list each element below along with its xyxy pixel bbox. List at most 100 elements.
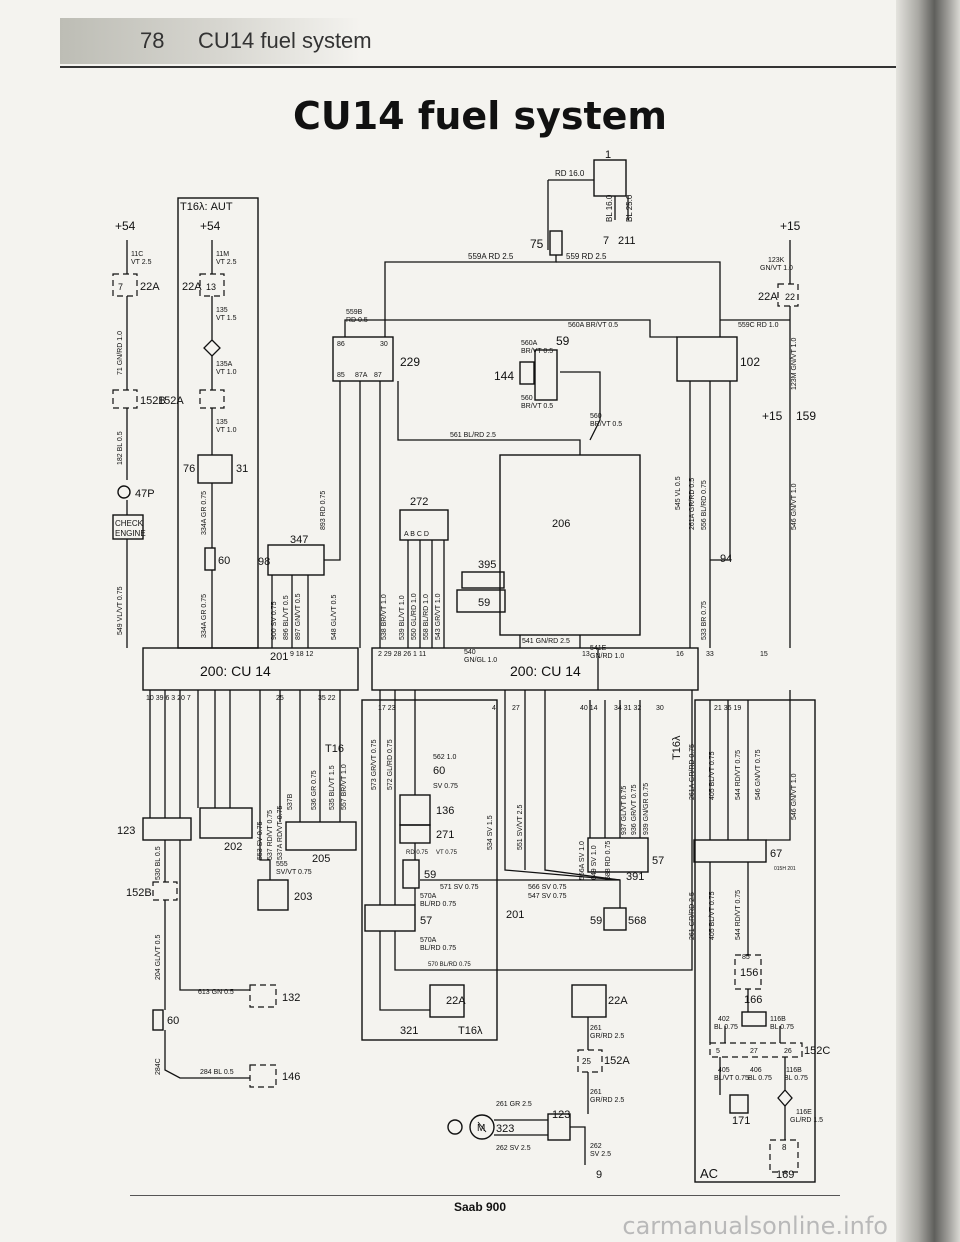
connector-568 [603, 907, 627, 931]
connector-59-top [534, 349, 558, 401]
label-402: 402 [718, 1016, 730, 1023]
label-22a-1: 22A [140, 281, 160, 293]
label-202: 202 [224, 841, 242, 853]
label-25: 25 [582, 1057, 591, 1066]
label-146: 146 [282, 1071, 300, 1083]
switch-31 [197, 454, 233, 484]
connector-144 [519, 361, 535, 385]
watermark: carmanualsonline.info [622, 1212, 888, 1240]
label-536: 536 GR 0.75 [311, 770, 318, 810]
connector-171 [729, 1094, 749, 1114]
label-321: 321 [400, 1025, 418, 1037]
connector-146 [249, 1064, 277, 1088]
connector-391 [587, 837, 649, 873]
label-grrd25: GR/RD 2.5 [590, 1033, 624, 1040]
label-bl25: BL 25.0 [625, 194, 634, 222]
label-pins-35-22: 35 22 [318, 695, 336, 702]
label-206: 206 [552, 518, 570, 530]
lamp-check-engine [112, 514, 144, 540]
label-vt15: VT 1.5 [216, 315, 237, 322]
label-546: 546 GN/VT 1.0 [791, 483, 798, 530]
label-135: 135 [216, 307, 228, 314]
label-896: 896 BL/VT 0.5 [283, 595, 290, 640]
component-395 [461, 571, 505, 589]
label-613: 613 GN 0.5 [198, 989, 234, 996]
label-201b: 201 [506, 909, 524, 921]
label-152a: 152A [158, 395, 184, 407]
label-152a2: 152A [604, 1055, 630, 1067]
label-27: 27 [750, 1048, 758, 1055]
label-551: 551 SV/VT 2.5 [517, 804, 524, 850]
label-570a2: 570A [420, 937, 437, 944]
label-22: 22 [785, 292, 795, 302]
label-47p: 47P [135, 488, 155, 500]
label-261c: 261 GR/RD 2.5 [689, 892, 696, 940]
sensor-136 [399, 794, 431, 826]
ac-frame [694, 699, 816, 1183]
label-560a: 560A BR/VT 0.5 [568, 322, 618, 329]
label-136: 136 [436, 805, 454, 817]
relay-229 [332, 336, 394, 382]
label-123b: 123 [552, 1109, 570, 1121]
label-135a: 135A [216, 361, 233, 368]
label-405b: 405 BL/VT 0.75 [709, 891, 716, 940]
label-vt10b: VT 1.0 [216, 427, 237, 434]
label-573: 573 GR/VT 0.75 [371, 739, 378, 790]
connector-152b-left [112, 389, 138, 409]
label-85: 85 [337, 372, 345, 379]
label-562: 562 1.0 [433, 754, 456, 761]
label-26: 26 [784, 1048, 792, 1055]
label-405: 405 BL/VT 0.75 [709, 751, 716, 800]
label-grrd25b: GR/RD 2.5 [590, 1097, 624, 1104]
label-5: 5 [716, 1048, 720, 1055]
label-94: 94 [720, 553, 732, 565]
label-547: 547 SV 0.75 [528, 893, 567, 900]
label-59c: 59 [424, 869, 436, 881]
label-pin7: 7 [118, 282, 123, 292]
label-bl075d: BL 0.75 [784, 1075, 808, 1082]
label-pins-17-23: 17 23 [378, 705, 396, 712]
label-pin-13: 13 [582, 651, 590, 658]
label-bl075b: BL 0.75 [770, 1024, 794, 1031]
component-272 [399, 509, 449, 541]
label-205: 205 [312, 853, 330, 865]
label-537: 537 RD/VT 0.75 [267, 810, 274, 860]
label-sv25: SV 2.5 [590, 1151, 611, 1158]
lamp-47p [117, 485, 131, 499]
connector-152b-low [152, 881, 178, 901]
label-262: 262 [590, 1143, 602, 1150]
label-m: M [477, 1123, 485, 1134]
label-abcd: A B C D [404, 531, 429, 538]
label-pins-34-31-32: 34 31 32 [614, 705, 641, 712]
label-blrd075b: BL/RD 0.75 [420, 945, 456, 952]
label-vt10a: VT 1.0 [216, 369, 237, 376]
label-570a: 570A [420, 893, 437, 900]
label-116b: 116B [770, 1016, 786, 1023]
label-sv075: SV 0.75 [433, 783, 458, 790]
connector-60 [204, 547, 216, 571]
relay-75-box [549, 230, 563, 256]
label-135b: 135 [216, 419, 228, 426]
label-p54-a: +54 [115, 219, 136, 233]
label-battery-1: 1 [605, 149, 611, 161]
label-pin-16: 16 [676, 651, 684, 658]
label-87: 87 [374, 372, 382, 379]
label-939: 939 GN/GR 0.75 [643, 783, 650, 835]
label-649: 649 SV 1.0 [591, 845, 598, 880]
label-537a: 537A RD/VT 0.75 [277, 806, 284, 860]
label-535: 535 BL/VT 1.5 [329, 765, 336, 810]
header-band [60, 18, 360, 64]
label-t16-lambda: T16λ [671, 735, 683, 760]
relay-102 [676, 336, 738, 382]
relay-166 [741, 1011, 767, 1027]
label-893: 893 RD 0.75 [320, 491, 327, 530]
label-engine: ENGINE [115, 529, 146, 538]
label-334a-a: 334A GR 0.75 [201, 491, 208, 535]
page-number: 78 [140, 28, 165, 53]
label-bl075c: BL 0.75 [748, 1075, 772, 1082]
label-60b: 60 [167, 1015, 179, 1027]
label-gnrd10: GN/RD 1.0 [590, 653, 624, 660]
label-544b: 544 RD/VT 0.75 [735, 890, 742, 940]
label-323: 323 [496, 1123, 514, 1135]
